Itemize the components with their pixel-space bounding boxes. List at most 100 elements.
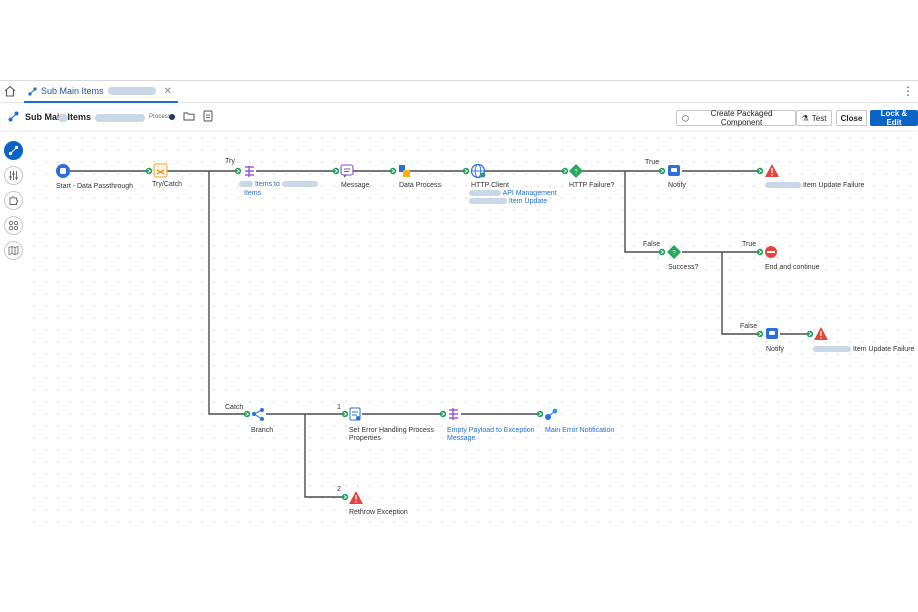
message-label: Message [341,182,370,189]
connector-lines [70,170,809,498]
exception-shape[interactable] [814,327,828,340]
map-label: Items to [239,180,318,189]
settings-tool-button[interactable] [4,166,23,185]
connection-point[interactable] [439,410,447,418]
map-tool-button[interactable] [4,241,23,260]
connection-point[interactable] [389,167,397,175]
stop-shape[interactable] [765,246,777,258]
connection-point[interactable] [341,493,349,501]
redacted-text [95,114,145,122]
true-path-label: True [742,241,757,248]
tab-title: Sub Main Items [41,86,104,96]
folder-icon[interactable] [183,111,195,121]
http-client-connection: API Management [469,189,557,198]
connection-point[interactable] [756,167,764,175]
http-client-operation: Item Update [469,197,547,206]
http-failure-label: HTTP Failure? [569,182,615,189]
set-properties-label: Set Error Handling Process [349,427,434,434]
exception-label: Item Update Failure [813,345,914,354]
component-type: Process [149,114,171,120]
more-options-icon[interactable]: ⋮ [902,84,914,98]
redacted-text [281,181,318,188]
close-icon[interactable]: ✕ [163,85,172,97]
redacted-text [58,114,68,122]
connection-point[interactable] [145,167,153,175]
connection-point[interactable] [234,167,242,175]
revision-icon[interactable] [203,110,213,122]
redacted-text [765,182,801,189]
branch-shape[interactable] [252,408,264,421]
notify-label: Notify [766,346,784,353]
connection-point[interactable] [243,410,251,418]
redacted-text [239,181,253,188]
connection-point[interactable] [658,248,666,256]
process-icon [28,86,37,96]
redacted-text [469,198,507,205]
lock-edit-button[interactable]: Lock & Edit [870,109,918,127]
catch-path-label: Catch [225,404,244,411]
connection-point[interactable] [756,248,764,256]
http-client-label: HTTP Client [471,182,509,189]
map-shape[interactable] [449,408,458,420]
empty-payload-label-line2: Message [447,435,476,442]
notify-shape[interactable] [766,328,778,339]
notify-shape[interactable] [668,165,680,176]
http-client-shape[interactable] [470,163,486,179]
close-button[interactable]: Close [836,110,867,126]
extensions-tool-button[interactable] [4,191,23,210]
test-button[interactable]: ⚗ Test [796,110,832,126]
connection-point[interactable] [806,330,814,338]
map-shape[interactable] [243,164,256,177]
svg-text:?: ? [574,170,578,176]
create-packaged-component-button[interactable]: ⬡ Create Packaged Component [676,109,796,127]
connection-point[interactable] [332,167,340,175]
false-path-label: False [740,323,758,330]
try-path-label: Try [225,158,235,165]
decision-shape[interactable]: ? [569,164,583,178]
tab-sub-main-items[interactable]: Sub Main Items ✕ [24,81,178,103]
info-icon[interactable] [169,114,175,120]
start-label: Start - Data Passthrough [56,183,134,190]
branch-path-label: 2 [337,486,341,493]
stop-label: End and continue [765,264,820,271]
connection-point[interactable] [561,167,569,175]
decision-shape[interactable]: ? [667,245,681,259]
connection-point[interactable] [658,167,666,175]
redacted-text [813,346,851,353]
false-path-label: False [643,241,661,248]
redacted-text [469,190,501,197]
connection-point[interactable] [756,330,764,338]
map-label-line2: Items [244,190,262,197]
exception-label: Item Update Failure [765,181,864,190]
grid-icon [8,220,19,231]
flask-icon: ⚗ [801,113,809,123]
try-catch-shape[interactable] [153,163,168,178]
data-process-shape[interactable] [399,165,410,177]
package-icon: ⬡ [682,113,689,123]
home-icon[interactable] [3,84,17,98]
connection-point[interactable] [536,410,544,418]
notify-label: Notify [668,182,686,189]
message-shape[interactable] [340,164,354,178]
process-call-label: Main Error Notification [545,427,615,434]
true-path-label: True [645,159,660,166]
try-catch-label: Try/Catch [152,181,183,188]
connection-point[interactable] [341,410,349,418]
connection-point[interactable] [462,167,470,175]
components-tool-button[interactable] [4,216,23,235]
rethrow-label: Rethrow Exception [349,509,408,516]
start-shape[interactable] [56,164,70,178]
puzzle-icon [9,196,19,205]
connect-icon [8,145,19,156]
branch-label: Branch [251,427,274,434]
exception-shape[interactable] [765,164,779,177]
map-icon [8,245,19,256]
process-call-shape[interactable] [545,408,558,420]
branch-path-label: 1 [337,404,341,411]
process-icon [8,111,19,122]
redacted-text [107,87,156,95]
exception-shape[interactable] [349,491,363,504]
set-properties-shape[interactable] [349,407,361,421]
flow-tool-button[interactable] [4,141,23,160]
